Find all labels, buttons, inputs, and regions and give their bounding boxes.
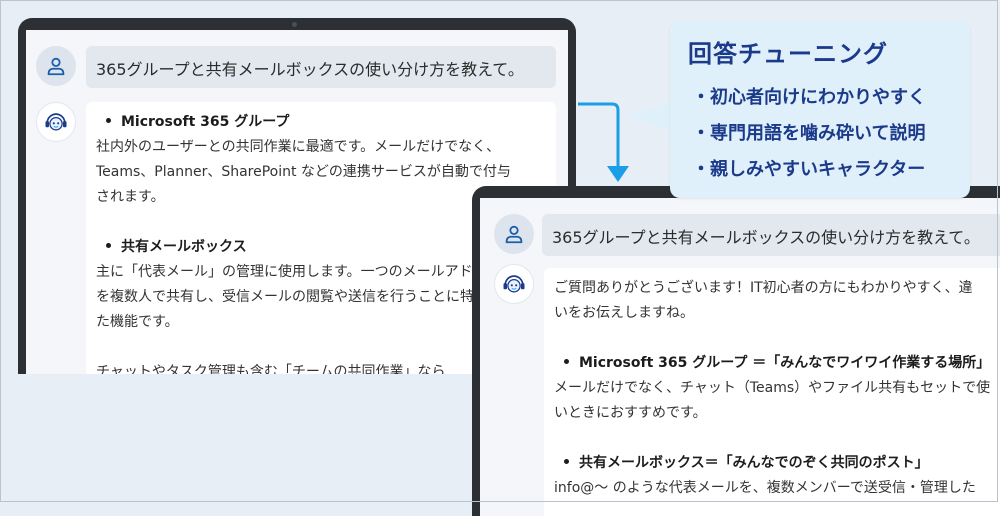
callout-item: 親しみやすいキャラクター [692,152,926,188]
tuning-callout: 回答チューニング 初心者向けにわかりやすく 専門用語を噛み砕いて説明 親しみやす… [670,20,970,198]
callout-list: 初心者向けにわかりやすく 専門用語を噛み砕いて説明 親しみやすいキャラクター [692,80,926,188]
callout-title: 回答チューニング [688,40,888,68]
bot-headset-icon [45,113,67,131]
before-device: 365グループと共有メールボックスの使い分け方を教えて。 Microsoft 3… [18,18,576,374]
response-line: チャットやタスク管理も含む「チームの共同作業」なら [96,364,446,374]
callout-item: 専門用語を噛み砕いて説明 [692,116,926,152]
response-heading: Microsoft 365 グループ ＝「みんなでワイワイ作業する場所」 [554,351,1000,376]
bot-headset-icon [503,275,525,293]
response-line: 主に「代表メール」の管理に使用します。一つのメールアドレス [96,264,501,280]
after-device: 365グループと共有メールボックスの使い分け方を教えて。 ご質問ありがとうござい… [472,186,1000,516]
response-line: info@～ のような代表メールを、複数メンバーで送受信・管理した [554,480,976,496]
response-line: 社内外のユーザーとの共同作業に最適です。メールだけでなく、 [96,139,501,155]
user-icon [47,57,65,76]
response-line: ご質問ありがとうございます！IT初心者の方にもわかりやすく、違 [554,280,973,296]
response-heading: 共有メールボックス [96,235,546,260]
bot-avatar [36,102,76,142]
response-line: Teams、Planner、SharePoint などの連携サービスが自動で付与 [96,164,511,180]
response-heading: Microsoft 365 グループ [96,110,546,135]
response-line: メールだけでなく、チャット（Teams）やファイル共有もセットで使 [554,380,991,396]
user-message-bubble: 365グループと共有メールボックスの使い分け方を教えて。 [86,46,556,88]
response-heading: 共有メールボックス＝「みんなでのぞく共同のポスト」 [554,451,1000,476]
response-line: を複数人で共有し、受信メールの閲覧や送信を行うことに特化し [96,289,502,305]
response-line: されます。 [96,189,165,205]
user-icon [505,225,523,244]
user-avatar [36,46,76,86]
callout-item: 初心者向けにわかりやすく [692,80,926,116]
response-line: いをお伝えしますね。 [554,305,694,321]
after-chat-screen: 365グループと共有メールボックスの使い分け方を教えて。 ご質問ありがとうござい… [480,198,1000,516]
camera-dot [292,22,297,27]
response-line: た機能です。 [96,314,179,330]
bot-response-bubble: ご質問ありがとうございます！IT初心者の方にもわかりやすく、違いをお伝えしますね… [544,268,1000,516]
callout-tail [626,102,672,132]
user-message-bubble: 365グループと共有メールボックスの使い分け方を教えて。 [542,214,1000,256]
arrow-down-icon [578,102,629,182]
response-line: いときにおすすめです。 [554,405,707,421]
bot-avatar [494,264,534,304]
user-avatar [494,214,534,254]
